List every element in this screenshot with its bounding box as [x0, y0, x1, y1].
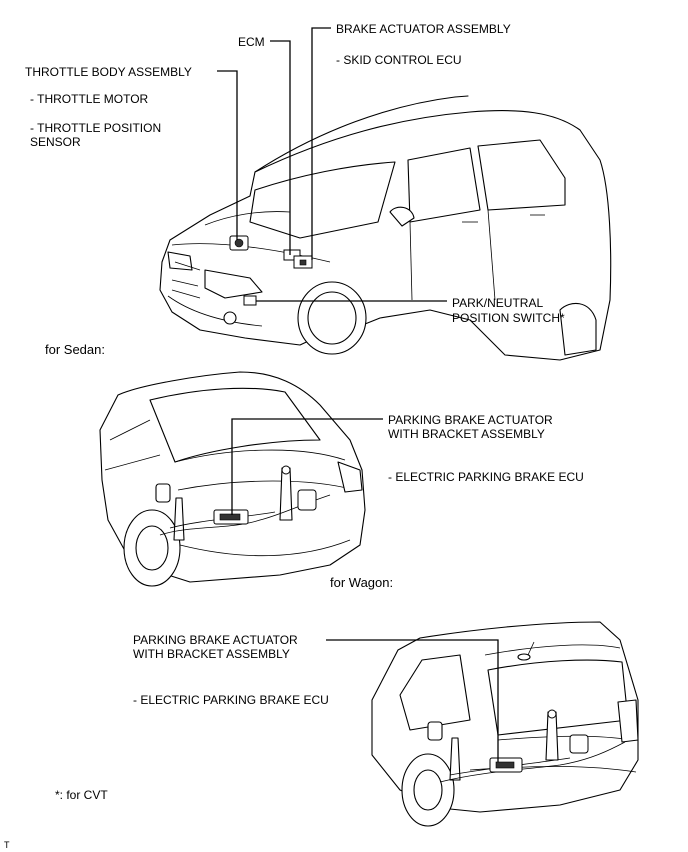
- sedan-caption: for Sedan:: [45, 342, 105, 357]
- ecm-label: ECM: [238, 35, 265, 49]
- front-car-illustration: [159, 95, 612, 361]
- wagon-pb-actuator-label-1: PARKING BRAKE ACTUATOR: [133, 633, 298, 647]
- wagon-caption: for Wagon:: [330, 575, 394, 590]
- throttle-body-label: THROTTLE BODY ASSEMBLY: [25, 65, 192, 79]
- throttle-position-label-2: SENSOR: [30, 135, 81, 149]
- footnote: *: for CVT: [55, 788, 108, 802]
- sedan-pb-actuator-label-2: WITH BRACKET ASSEMBLY: [388, 427, 545, 441]
- sedan-pb-actuator-label-1: PARKING BRAKE ACTUATOR: [388, 413, 553, 427]
- skid-control-ecu-label: - SKID CONTROL ECU: [336, 53, 462, 67]
- leader-wagon-pb-actuator: [326, 639, 499, 762]
- throttle-motor-label: - THROTTLE MOTOR: [30, 92, 149, 106]
- corner-mark: T: [4, 840, 10, 850]
- leader-sedan-pb-actuator: [231, 418, 383, 515]
- park-neutral-label-2: POSITION SWITCH*: [452, 311, 565, 325]
- brake-actuator-label: BRAKE ACTUATOR ASSEMBLY: [336, 22, 511, 36]
- park-neutral-label-1: PARK/NEUTRAL: [452, 296, 544, 310]
- wagon-pb-actuator-label-2: WITH BRACKET ASSEMBLY: [133, 647, 290, 661]
- throttle-position-label-1: - THROTTLE POSITION: [30, 121, 162, 135]
- wagon-rear-illustration: [371, 621, 639, 827]
- leader-throttle: [217, 70, 238, 240]
- sedan-epb-ecu-label: - ELECTRIC PARKING BRAKE ECU: [388, 470, 584, 484]
- wagon-epb-ecu-label: - ELECTRIC PARKING BRAKE ECU: [133, 693, 329, 707]
- leader-brake-actuator: [311, 27, 331, 260]
- leader-ecm: [270, 40, 291, 255]
